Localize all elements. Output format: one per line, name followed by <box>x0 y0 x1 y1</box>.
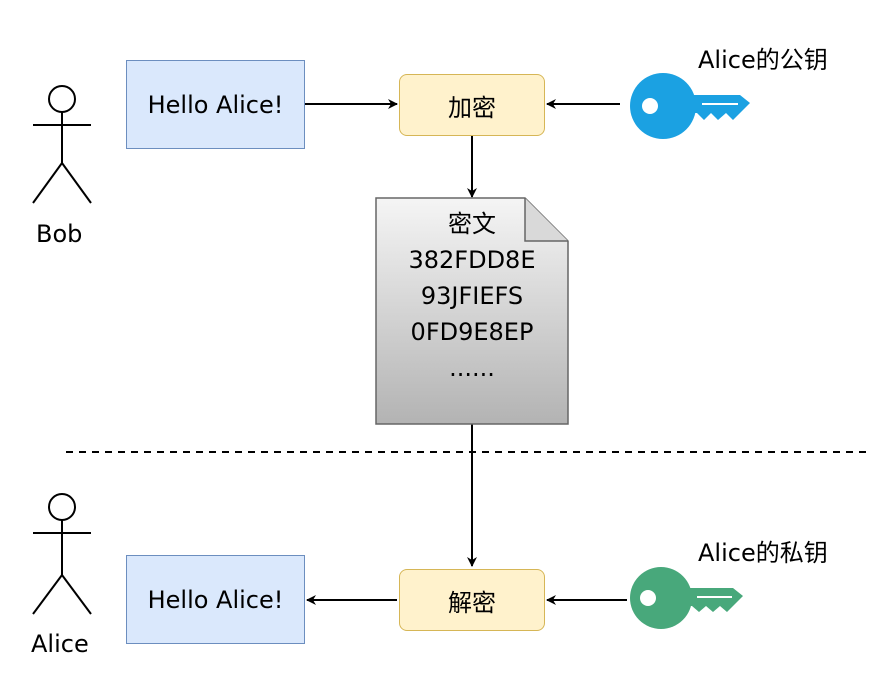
ciphertext-line-3: 0FD9E8EP <box>410 318 534 346</box>
plaintext-message-text: Hello Alice! <box>147 90 284 119</box>
decrypt-box: 解密 <box>399 569 545 631</box>
bob-figure-icon <box>32 85 92 204</box>
ciphertext-content: 密文 382FDD8E 93JFIEFS 0FD9E8EP ...... <box>376 206 568 386</box>
public-key-label: Alice的公钥 <box>698 46 828 74</box>
bob-label: Bob <box>36 220 83 248</box>
decrypted-message-box: Hello Alice! <box>126 555 305 644</box>
encrypt-box: 加密 <box>399 74 545 136</box>
private-key-icon <box>630 567 743 629</box>
ciphertext-line-1: 382FDD8E <box>408 246 536 274</box>
decrypt-label: 解密 <box>448 588 496 617</box>
ciphertext-title: 密文 <box>448 210 496 238</box>
plaintext-message-box: Hello Alice! <box>126 60 305 149</box>
alice-label: Alice <box>31 630 89 658</box>
ciphertext-line-2: 93JFIEFS <box>420 282 524 310</box>
ciphertext-line-4: ...... <box>449 354 495 382</box>
ciphertext-document <box>375 197 569 425</box>
alice-figure-icon <box>32 493 92 615</box>
decrypted-message-text: Hello Alice! <box>147 585 284 614</box>
public-key-icon <box>630 73 750 139</box>
encrypt-label: 加密 <box>448 93 496 122</box>
private-key-label: Alice的私钥 <box>698 539 828 567</box>
